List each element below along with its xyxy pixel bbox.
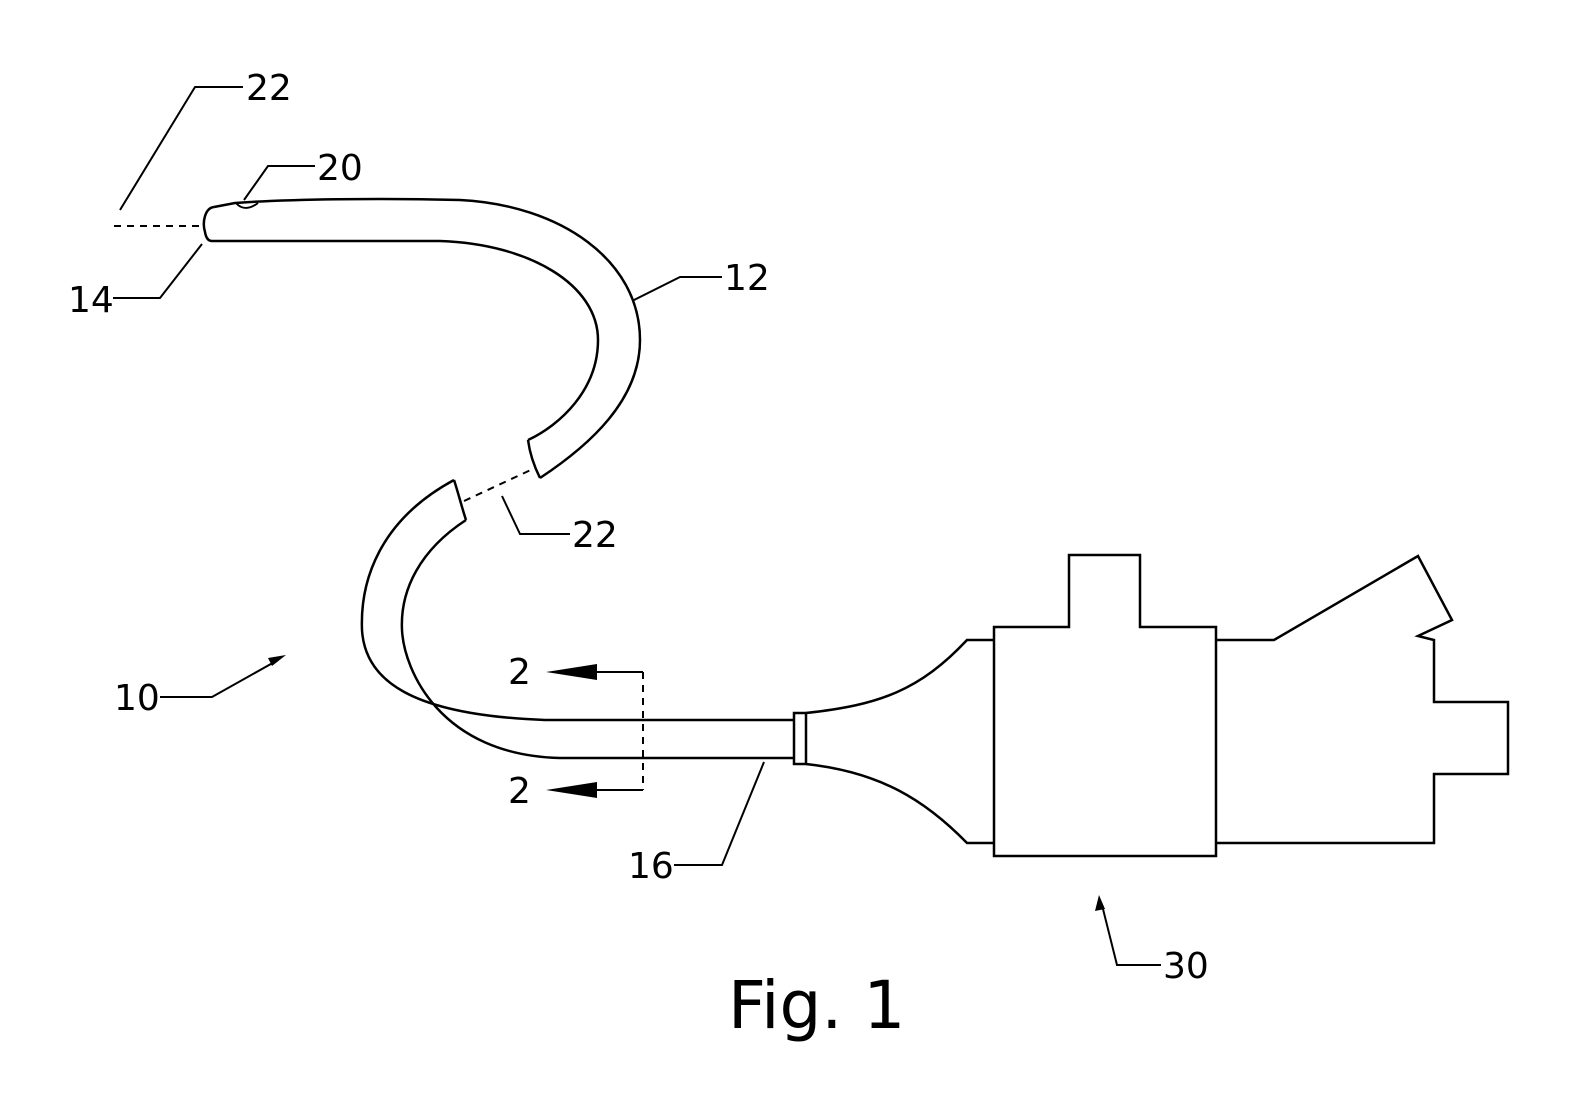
tube-lower-inner-edge — [400, 518, 794, 760]
label-14: 14 — [68, 280, 114, 321]
label-2-lower: 2 — [508, 771, 531, 812]
label-22-top: 22 — [246, 68, 292, 109]
leader-22-break — [501, 495, 570, 535]
tube-lower-segment — [360, 478, 794, 760]
distal-tip — [202, 205, 215, 243]
tube-lower-break-edge — [452, 479, 468, 521]
axis-line-break — [463, 467, 536, 502]
label-12: 12 — [724, 258, 770, 299]
label-10: 10 — [114, 678, 160, 719]
handle-main-body — [992, 553, 1218, 858]
leader-12 — [633, 276, 722, 301]
handle-assembly — [992, 553, 1510, 858]
label-30: 30 — [1163, 946, 1209, 987]
leader-20 — [243, 165, 315, 201]
leader-22-top — [119, 86, 243, 211]
figure-caption: Fig. 1 — [728, 967, 905, 1044]
tube-lower-outer-edge — [360, 478, 794, 722]
leader-10 — [160, 659, 279, 698]
leader-30 — [1101, 904, 1161, 966]
label-2-upper: 2 — [508, 652, 531, 693]
section-upper-arrow — [546, 664, 597, 680]
tube-upper-outer-edge — [213, 197, 642, 480]
label-20: 20 — [317, 148, 363, 189]
connector-collar — [792, 711, 808, 766]
label-22-break: 22 — [572, 515, 618, 556]
leader-14 — [113, 243, 203, 299]
label-16: 16 — [628, 846, 674, 887]
leader-30-arrow — [1095, 895, 1105, 911]
tip-groove — [235, 202, 259, 209]
section-lower-arrow — [546, 782, 597, 798]
connector — [792, 638, 994, 845]
tube-upper-segment — [202, 197, 642, 480]
handle-rear-housing — [1216, 554, 1510, 845]
connector-taper-bottom — [805, 762, 994, 845]
leader-16 — [674, 761, 765, 866]
connector-taper-top — [805, 638, 994, 715]
tube-upper-break-edge — [526, 439, 542, 479]
section-line-2-2 — [546, 664, 644, 798]
leader-10-arrow — [268, 655, 286, 666]
tube-upper-inner-edge — [212, 239, 600, 442]
